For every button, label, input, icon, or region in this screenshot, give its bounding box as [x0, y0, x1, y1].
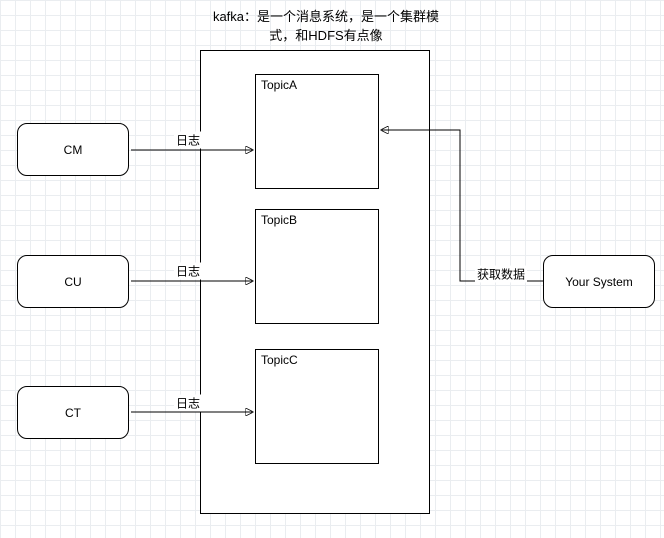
edge-label-ct-log: 日志: [173, 394, 203, 412]
topic-b-label: TopicB: [261, 213, 298, 227]
node-cm: CM: [17, 123, 129, 176]
node-ct: CT: [17, 386, 129, 439]
edge-label-cm-log: 日志: [173, 131, 203, 149]
node-cu: CU: [17, 255, 129, 308]
topic-c-label: TopicC: [261, 353, 298, 367]
diagram-title-line2: 式，和HDFS有点像: [269, 28, 383, 43]
diagram-title-line1: kafka：是一个消息系统，是一个集群模: [212, 9, 440, 24]
cm-label: CM: [63, 142, 83, 157]
topic-a-label: TopicA: [261, 78, 298, 92]
node-topic-c: TopicC: [255, 349, 379, 464]
cu-label: CU: [64, 274, 82, 289]
diagram-title: kafka：是一个消息系统，是一个集群模 式，和HDFS有点像: [180, 7, 472, 45]
edge-label-fetch-data: 获取数据: [474, 265, 528, 283]
ct-label: CT: [65, 405, 81, 420]
node-topic-a: TopicA: [255, 74, 379, 189]
your-system-label: Your System: [565, 274, 633, 289]
node-your-system: Your System: [543, 255, 655, 308]
node-topic-b: TopicB: [255, 209, 379, 324]
edge-label-cu-log: 日志: [173, 262, 203, 280]
